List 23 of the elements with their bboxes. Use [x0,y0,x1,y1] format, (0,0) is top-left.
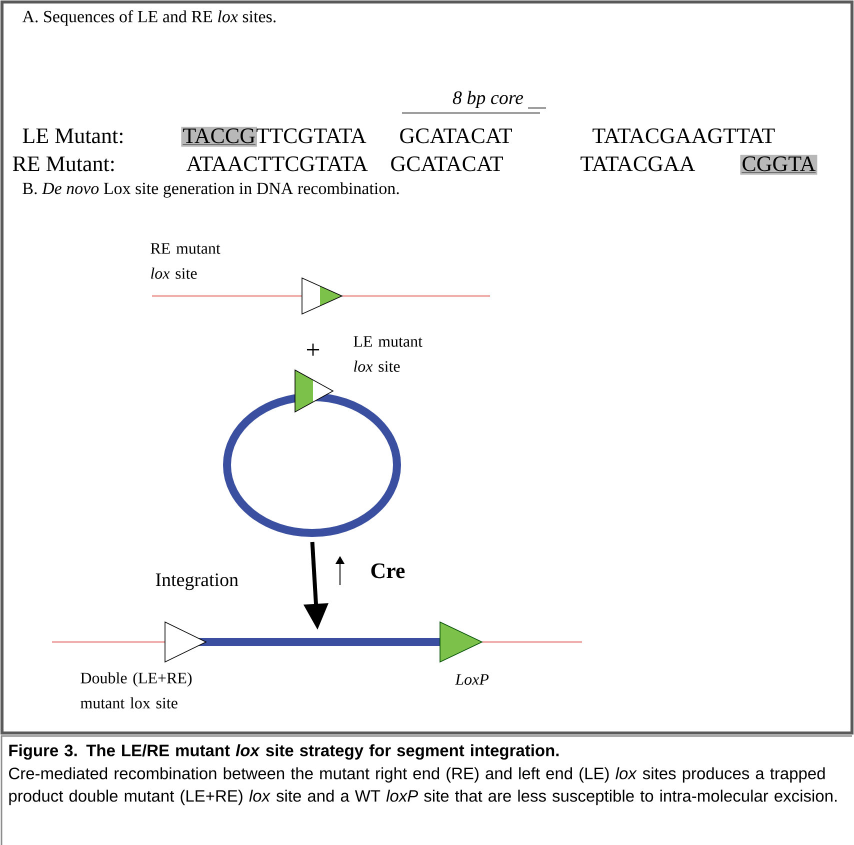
sequence-label: LE Mutant: [22,128,122,144]
sequence-text: GCATACAT [391,156,503,172]
sequence-text: TATACGAA [580,156,696,172]
figure-caption: Cre-mediated recombination between the mutant right end (RE) and left end (LE) lox sites produces a trapped product double mutant (LE+RE) lox site and a WT loxP site that are less susceptible to intra-molecular excision. [9,767,837,806]
site-label: RE mutant lox site [150,243,220,279]
heading: A. Sequences of LE and RE lox sites. [22,10,276,26]
sequence-text: ATAACTTCGTATA [186,156,368,172]
plasmid-ring [223,393,401,537]
sequence-text: GCATACAT [400,128,512,144]
site-label: LE mutant lox site [354,336,422,372]
sequence-text: TATACGAAGTTAT [592,128,775,144]
process-label: Integration [156,573,238,590]
plus-sign: + [306,344,320,356]
highlighted-sequence: TACCG [181,126,257,147]
sequence-label: RE Mutant: [12,156,114,172]
site-label: Double (LE+RE) mutant lox site [80,672,192,708]
figure-title: Figure 3. The LE/RE mutant lox site strategy for segment integration. [9,744,559,760]
highlighted-sequence: CGGTA [740,154,818,175]
site-label: LoxP [455,674,489,685]
sequence-text: TTCGTATA [256,128,366,144]
enzyme-label: Cre [371,563,405,578]
core-label: 8 bp core [452,90,524,108]
heading: B. De novo Lox site generation in DNA recombination. [22,182,399,198]
